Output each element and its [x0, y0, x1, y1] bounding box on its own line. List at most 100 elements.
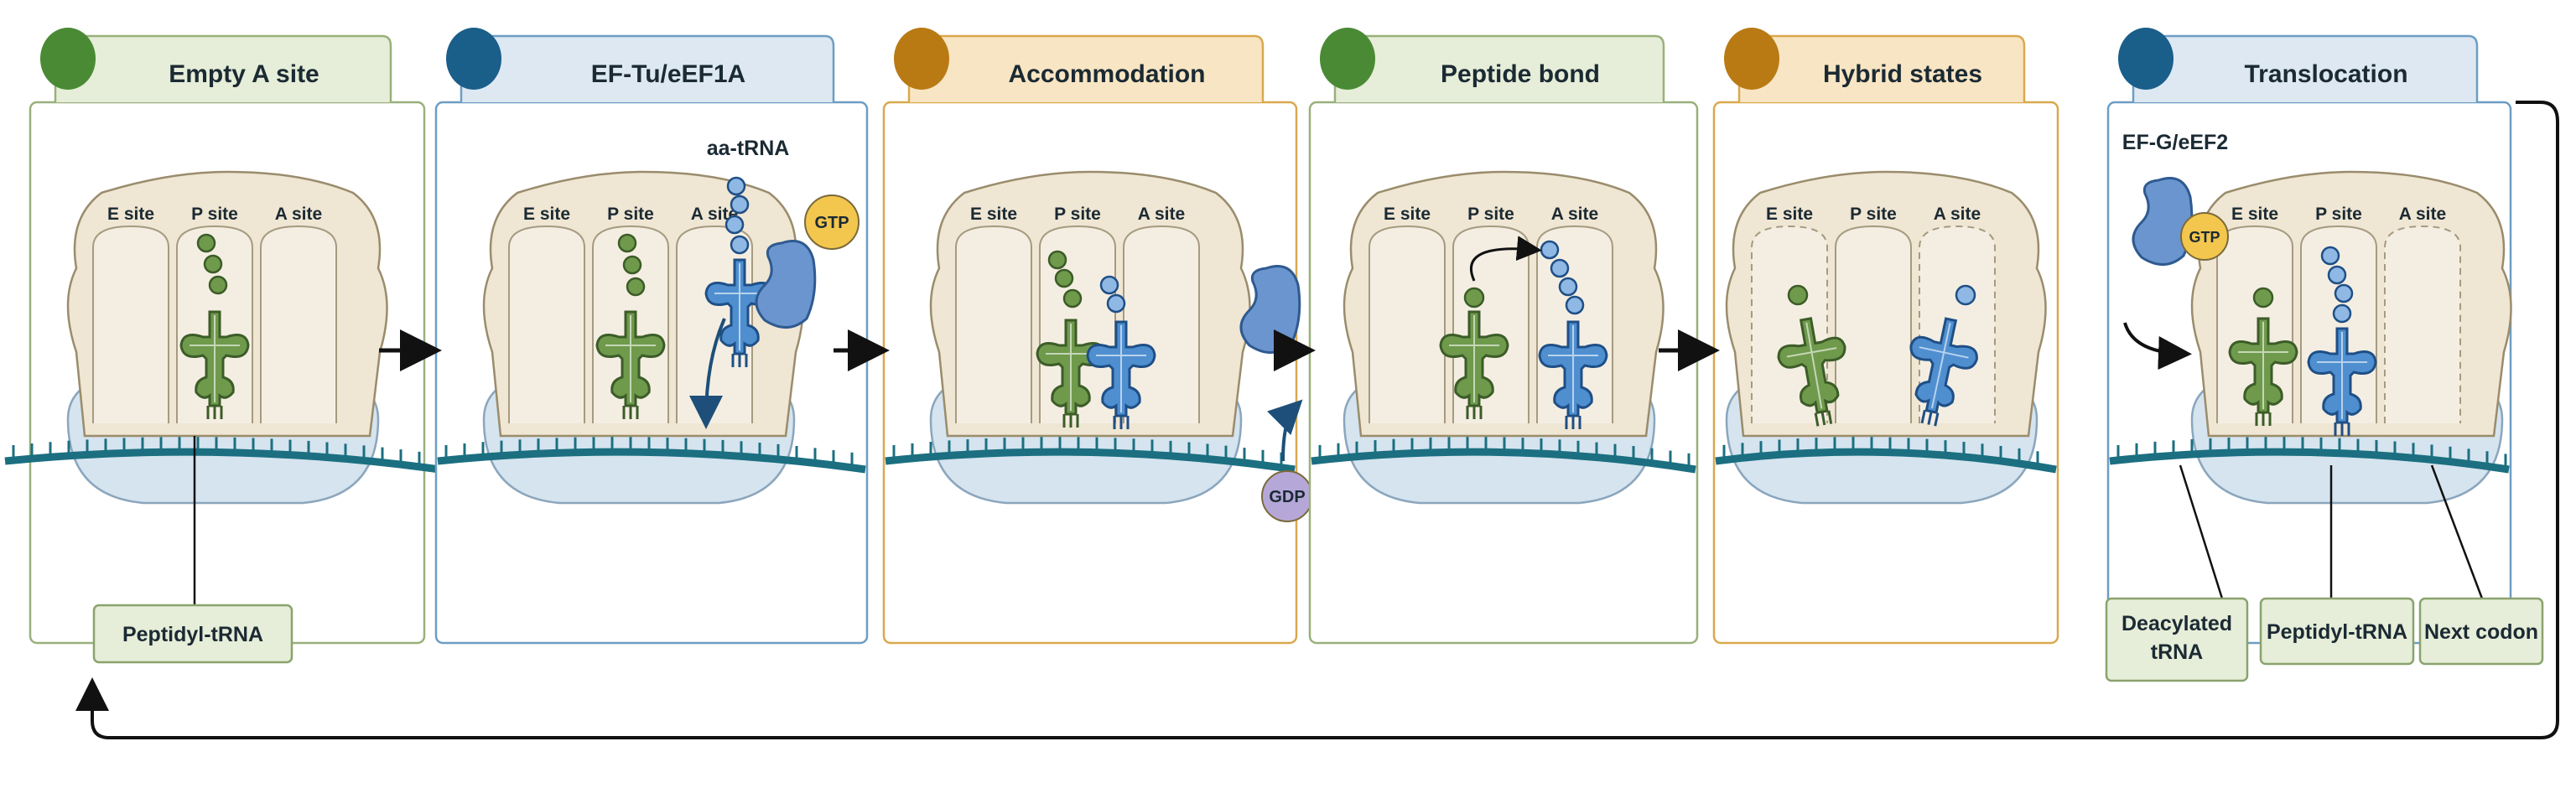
- entry-arrow: [2123, 322, 2192, 371]
- site-label: E site: [1384, 205, 1431, 224]
- connectors: [75, 101, 2559, 739]
- peptidyl-a-trna: [1538, 320, 1608, 429]
- site-label: P site: [1850, 205, 1897, 224]
- panel-dot: [1724, 28, 1779, 90]
- peptidyl-p-trna: [2307, 327, 2377, 436]
- site-pocket: [2384, 225, 2461, 423]
- callout-box: [2259, 597, 2415, 666]
- site-label: A site: [1138, 205, 1185, 224]
- panel-title: Translocation: [2244, 60, 2407, 88]
- panel-title: Accommodation: [1008, 60, 1205, 88]
- release-arrow: [1267, 399, 1303, 462]
- callout-peptidyl-trna-2: Peptidyl-tRNA: [2259, 465, 2415, 666]
- callout-text: Peptidyl-tRNA: [122, 623, 263, 646]
- callout-leader: [2430, 464, 2484, 599]
- callout-next-codon: Next codon: [2418, 464, 2544, 666]
- deacylated-end: [2252, 287, 2274, 308]
- panel-dot: [2118, 28, 2174, 90]
- panel-6: Translocation E site P site A site EF-G/eEF2…: [2106, 28, 2512, 645]
- site-label: E site: [2231, 205, 2278, 224]
- callout-text: Deacylated: [2122, 612, 2232, 635]
- site-label: P site: [1054, 205, 1101, 224]
- panel-title: Hybrid states: [1823, 60, 1982, 88]
- peptide-chain: [1047, 250, 1083, 308]
- mrna-strand: [437, 437, 866, 474]
- panel-dot: [446, 28, 501, 90]
- peptidyl-trna: [595, 310, 666, 419]
- panel-1: Empty A site E site P site A site: [4, 28, 440, 645]
- callout-box: [2105, 597, 2249, 682]
- peptidyl-trna: [1036, 319, 1106, 428]
- site-pocket: [1123, 225, 1200, 423]
- panel-4: Peptide bond E site P site A site: [1308, 28, 1699, 645]
- site-label: E site: [107, 205, 154, 224]
- site-label: E site: [970, 205, 1017, 224]
- site-label: A site: [2399, 205, 2446, 224]
- gtp-badge-2: GTP: [2180, 212, 2229, 261]
- aa-trna-label: aa-tRNA: [707, 137, 790, 160]
- gdp-badge: GDP: [1261, 470, 1313, 522]
- callout-text: Next codon: [2424, 620, 2538, 644]
- panel-dot: [40, 28, 96, 90]
- site-label: A site: [1551, 205, 1598, 224]
- nascent-peptide: [2320, 246, 2354, 324]
- callout-box: [2418, 597, 2544, 666]
- ef-g-label: EF-G/eEF2: [2122, 131, 2228, 154]
- gtp-badge-2-label: GTP: [2189, 229, 2220, 246]
- panel-dot: [1320, 28, 1375, 90]
- aa-chain: [1099, 275, 1126, 314]
- site-pocket: [508, 225, 585, 423]
- site-label: A site: [691, 205, 738, 224]
- mrna-strand: [885, 437, 1296, 474]
- transferred-peptide: [1540, 240, 1585, 315]
- hybrid-ap-trna: [1909, 317, 1978, 427]
- callout-peptidyl-trna: Peptidyl-tRNA: [92, 436, 293, 664]
- callout-text: Peptidyl-tRNA: [2267, 620, 2407, 644]
- mrna-strand: [1715, 437, 2057, 474]
- callout-box: [92, 604, 293, 664]
- cycle-return-arrow: [75, 101, 2559, 739]
- site-label: E site: [1766, 205, 1813, 224]
- peptide-chain: [617, 233, 646, 297]
- site-label: E site: [523, 205, 570, 224]
- callouts: Peptidyl-tRNA Deacylated tRNA Peptidyl-tRNA…: [92, 436, 2544, 682]
- callout-deacylated-trna: Deacylated tRNA: [2105, 464, 2249, 682]
- deacylated-end: [1463, 287, 1485, 308]
- panel-title: Empty A site: [169, 60, 319, 88]
- callout-text: tRNA: [2151, 640, 2204, 664]
- ef-g-blob: [2132, 177, 2194, 266]
- transfer-arrow: [1469, 236, 1542, 282]
- site-label: A site: [275, 205, 322, 224]
- site-pocket: [260, 225, 337, 423]
- peptidyl-trna: [179, 310, 250, 419]
- deacylated-p-trna: [1439, 310, 1509, 419]
- site-pocket: [92, 225, 169, 423]
- hybrid-pe-trna: [1777, 317, 1846, 427]
- aa-trna-accommodated: [1086, 320, 1156, 429]
- delivery-arrow: [689, 318, 726, 429]
- site-label: P site: [607, 205, 654, 224]
- mrna-strand: [2109, 437, 2510, 474]
- site-pocket: [1835, 225, 1912, 423]
- amino-acid-chain: [724, 176, 750, 255]
- callout-leader: [2179, 464, 2224, 599]
- deacylated-end: [1787, 284, 1809, 306]
- mrna-strand: [1311, 437, 1696, 474]
- site-pocket: [1368, 225, 1446, 423]
- deacylated-e-trna: [2228, 317, 2298, 426]
- peptide-chain: [196, 233, 228, 295]
- site-pocket: [955, 225, 1032, 423]
- gtp-badge-label: GTP: [814, 214, 849, 232]
- panel-title: Peptide bond: [1441, 60, 1600, 88]
- panel-dot: [894, 28, 949, 90]
- site-label: A site: [1934, 205, 1981, 224]
- site-label: P site: [1467, 205, 1514, 224]
- site-label: P site: [2315, 205, 2362, 224]
- gtp-badge: GTP: [804, 194, 860, 250]
- peptide-end: [1955, 284, 1976, 306]
- site-label: P site: [191, 205, 238, 224]
- panel-5: Hybrid states E site P site A site: [1712, 28, 2059, 645]
